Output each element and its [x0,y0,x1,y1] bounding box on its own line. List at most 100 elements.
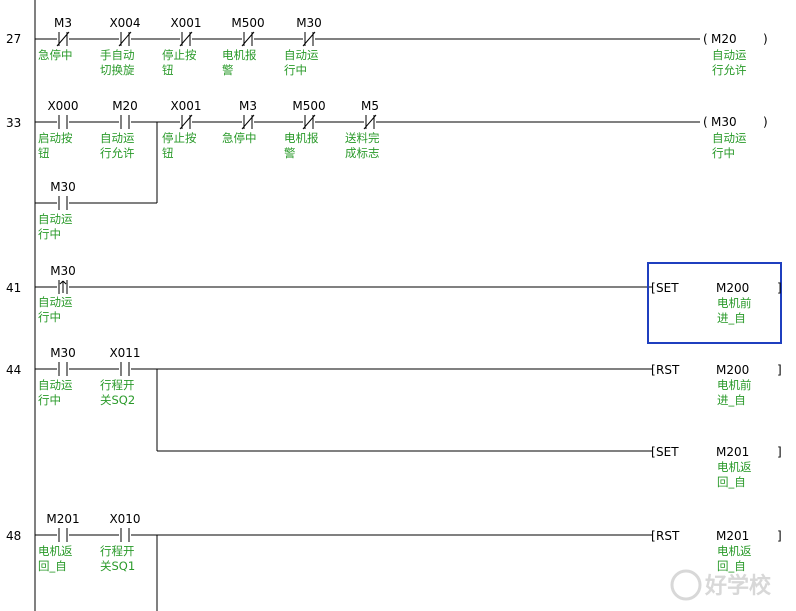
contact-m30[interactable]: M30 自动运 行中 [284,16,322,77]
svg-text:]: ] [777,529,782,543]
comment-line: 电机返 [717,460,752,474]
device-label: M30 [296,16,322,30]
instruction-device: M201 [716,445,749,459]
coil-device: M20 [711,32,737,46]
step-number: 27 [6,32,21,46]
comment-line: 回_自 [38,559,67,573]
svg-text:[: [ [651,281,656,295]
comment-line: 警 [222,63,234,77]
contact-x001[interactable]: X001 停止按 钮 [162,16,202,77]
rst-instruction-m201[interactable]: [ RST M201 ] 电机返 回_自 [651,529,782,573]
comment-line: 行允许 [100,146,135,160]
comment-line: 停止按 [162,48,197,62]
comment-line: 自动运 [100,131,135,145]
comment-line: 行程开 [100,378,135,392]
contact-m201[interactable]: M201 电机返 回_自 [38,512,80,573]
output-coil-m20[interactable]: ( M20 ) 自动运 行允许 [700,30,770,77]
instruction-device: M200 [716,281,749,295]
device-label: M3 [239,99,257,113]
set-instruction-m201[interactable]: [ SET M201 ] 电机返 回_自 [651,445,782,489]
branch-contact-m30[interactable]: M30 自动运 行中 [38,180,76,241]
device-label: M30 [50,180,76,194]
rung-44[interactable]: 44 M30 自动运 行中 X011 行程开 关SQ2 [ RST M200 ]… [6,346,782,489]
comment-line: 切换旋 [100,63,135,77]
comment-line: 行中 [38,227,61,241]
step-number: 41 [6,281,21,295]
contact-x001[interactable]: X001 停止按 钮 [162,99,202,160]
comment-line: 关SQ1 [100,559,135,573]
step-number: 44 [6,363,21,377]
comment-line: 行允许 [712,63,747,77]
instruction-op: RST [656,363,680,377]
rung-33[interactable]: 33 X000 启动按 钮 M20 自动运 行允许 X001 停止按 钮 [6,99,770,241]
comment-line: 电机返 [38,544,73,558]
contact-m500[interactable]: M500 电机报 警 [284,99,326,160]
comment-line: 行中 [38,393,61,407]
comment-line: 行程开 [100,544,135,558]
device-label: X001 [170,16,201,30]
device-label: M201 [46,512,79,526]
comment-line: 停止按 [162,131,197,145]
svg-text:]: ] [777,363,782,377]
svg-text:[: [ [651,445,656,459]
svg-text:(: ( [703,115,708,129]
comment-line: 进_自 [717,311,746,325]
comment-line: 自动运 [712,131,747,145]
rung-41[interactable]: 41 M30 自动运 行中 [ SET M200 ] 电机前 进_自 [6,262,782,344]
comment-line: 送料完 [345,131,380,145]
step-number: 48 [6,529,21,543]
contact-m500[interactable]: M500 电机报 警 [222,16,265,77]
svg-text:]: ] [777,281,782,295]
device-label: M500 [292,99,325,113]
comment-line: 警 [284,146,296,160]
watermark-logo: 好学校 [670,569,772,601]
step-number: 33 [6,116,21,130]
watermark-text: 好学校 [704,573,772,599]
device-label: M30 [50,264,76,278]
comment-line: 电机报 [284,131,319,145]
rung-27[interactable]: 27 M3 急停中 X004 手自动 切换旋 X001 停止按 钮 [6,16,770,77]
comment-line: 进_自 [717,393,746,407]
comment-line: 自动运 [284,48,319,62]
comment-line: 急停中 [222,131,257,145]
contact-m3[interactable]: M3 急停中 [222,99,257,145]
contact-x000[interactable]: X000 启动按 钮 [38,99,79,160]
device-label: X010 [109,512,140,526]
rung-48[interactable]: 48 M201 电机返 回_自 X010 行程开 关SQ1 [ RST M201… [6,512,782,611]
comment-line: 电机前 [717,378,752,392]
comment-line: 钮 [162,146,174,160]
svg-text:]: ] [777,445,782,459]
set-instruction-m200[interactable]: [ SET M200 ] 电机前 进_自 [647,262,782,344]
contact-m5[interactable]: M5 送料完 成标志 [345,99,380,160]
comment-line: 行中 [284,63,307,77]
contact-m20[interactable]: M20 自动运 行允许 [100,99,138,160]
comment-line: 回_自 [717,475,746,489]
contact-m30[interactable]: M30 自动运 行中 [38,346,76,407]
contact-x010[interactable]: X010 行程开 关SQ1 [100,512,141,573]
device-label: M30 [50,346,76,360]
pulse-contact-m30[interactable]: M30 自动运 行中 [38,264,76,324]
instruction-op: SET [656,281,679,295]
selection-cursor [647,262,782,344]
comment-line: 行中 [38,310,61,324]
svg-text:): ) [763,32,768,46]
contact-x004[interactable]: X004 手自动 切换旋 [100,16,141,77]
comment-line: 自动运 [38,295,73,309]
svg-text:): ) [763,115,768,129]
comment-line: 手自动 [100,48,135,62]
instruction-device: M200 [716,363,749,377]
contact-m3[interactable]: M3 急停中 [38,16,73,62]
rst-instruction-m200[interactable]: [ RST M200 ] 电机前 进_自 [651,363,782,407]
device-label: M5 [361,99,379,113]
comment-line: 自动运 [712,48,747,62]
comment-line: 自动运 [38,212,73,226]
svg-text:[: [ [651,363,656,377]
instruction-op: SET [656,445,679,459]
coil-device: M30 [711,115,737,129]
contact-x011[interactable]: X011 行程开 关SQ2 [100,346,141,407]
comment-line: 电机前 [717,296,752,310]
svg-text:[: [ [651,529,656,543]
comment-line: 电机报 [222,48,257,62]
output-coil-m30[interactable]: ( M30 ) 自动运 行中 [700,113,770,160]
